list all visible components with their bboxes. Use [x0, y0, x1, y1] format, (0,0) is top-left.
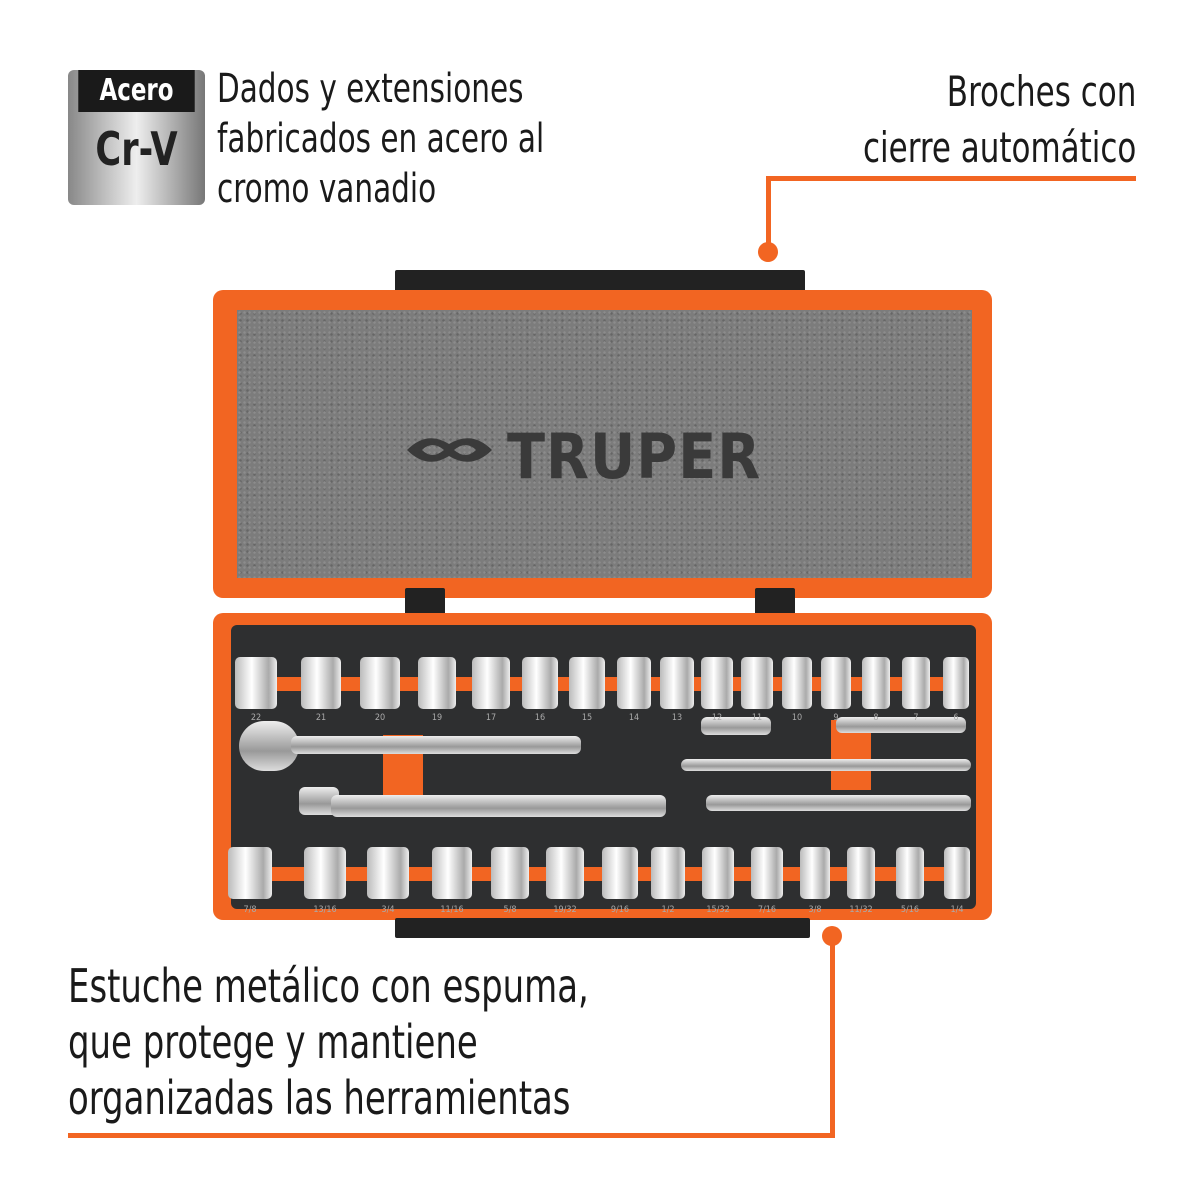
- socket: [472, 657, 510, 709]
- socket-size-label: 1/2: [661, 905, 675, 915]
- socket-size-label: 19/32: [553, 905, 577, 915]
- breaker-bar-handle: [331, 795, 666, 817]
- socket: [902, 657, 930, 709]
- text-line: Broches con: [946, 67, 1136, 116]
- socket: [846, 847, 876, 899]
- clasp-bar: [395, 270, 805, 292]
- socket: [781, 657, 813, 709]
- foam-tray: 22 21 20 19 17 16 15 14 13 12 11 10 9 8 7 6 7/8 13/16 3/4 1…: [228, 625, 976, 915]
- ratchet-handle: [291, 736, 581, 754]
- text-line: organizadas las herramientas: [68, 1071, 571, 1125]
- socket: [228, 847, 272, 899]
- socket: [944, 847, 970, 899]
- socket-size-label: 22: [250, 713, 262, 723]
- socket-size-label: 11/16: [440, 905, 464, 915]
- socket: [490, 847, 530, 899]
- text-line: fabricados en acero al: [217, 116, 545, 162]
- socket-size-label: 8: [873, 713, 879, 723]
- socket-size-label: 10: [791, 713, 803, 723]
- socket-size-label: 17: [485, 713, 497, 723]
- text-line: que protege y mantiene: [68, 1015, 478, 1069]
- socket-size-label: 14: [628, 713, 640, 723]
- socket: [300, 657, 342, 709]
- socket-size-label: 6: [953, 713, 959, 723]
- callout-dot: [758, 242, 778, 262]
- sliding-t-bar: [681, 759, 971, 771]
- socket: [821, 657, 851, 709]
- socket-size-label: 13/16: [313, 905, 337, 915]
- socket-size-label: 9/16: [610, 905, 630, 915]
- socket-size-label: 3/4: [381, 905, 395, 915]
- socket: [700, 657, 734, 709]
- socket: [701, 847, 735, 899]
- case-base: 22 21 20 19 17 16 15 14 13 12 11 10 9 8 7 6 7/8 13/16 3/4 1…: [213, 613, 992, 920]
- socket: [303, 847, 347, 899]
- callout-line: [830, 938, 835, 1138]
- socket-size-label: 7/16: [757, 905, 777, 915]
- badge-main-label: Cr-V: [95, 122, 178, 176]
- socket: [546, 847, 584, 899]
- socket: [616, 657, 652, 709]
- socket: [741, 657, 773, 709]
- socket: [799, 847, 831, 899]
- badge-top-label: Acero: [78, 70, 195, 112]
- socket-size-label: 21: [315, 713, 327, 723]
- truper-logo-icon: [407, 438, 492, 462]
- extension-short: [836, 717, 966, 733]
- clasp-bar: [395, 918, 810, 938]
- text-line: cierre automático: [862, 123, 1136, 172]
- socket: [660, 657, 694, 709]
- socket-size-label: 11: [751, 713, 763, 723]
- socket: [521, 657, 559, 709]
- socket-size-label: 1/4: [950, 905, 964, 915]
- clasps-feature-text: Broches con cierre automático: [863, 64, 1136, 176]
- socket: [943, 657, 969, 709]
- callout-line: [768, 176, 1136, 181]
- ratchet-head: [239, 721, 299, 771]
- universal-joint: [701, 717, 771, 735]
- socket: [235, 657, 277, 709]
- socket-size-label: 12: [711, 713, 723, 723]
- socket-size-label: 3/8: [808, 905, 822, 915]
- lid-foam: TRUPER: [237, 310, 972, 578]
- socket: [360, 657, 400, 709]
- text-line: cromo vanadio: [217, 166, 437, 212]
- extension-long: [706, 795, 971, 811]
- socket: [432, 847, 472, 899]
- socket-size-label: 7/8: [243, 905, 257, 915]
- text-line: Dados y extensiones: [217, 66, 524, 112]
- socket-size-label: 20: [374, 713, 386, 723]
- text-line: Estuche metálico con espuma,: [68, 959, 589, 1013]
- cr-v-steel-badge: Acero Cr-V: [68, 70, 205, 205]
- socket-size-label: 15/32: [706, 905, 730, 915]
- socket-size-label: 16: [534, 713, 546, 723]
- callout-line: [766, 176, 771, 254]
- socket: [861, 657, 891, 709]
- socket: [602, 847, 638, 899]
- socket-size-label: 7: [913, 713, 919, 723]
- socket: [896, 847, 924, 899]
- socket: [367, 847, 409, 899]
- material-feature-text: Dados y extensiones fabricados en acero …: [217, 64, 544, 214]
- socket-size-label: 5/16: [900, 905, 920, 915]
- socket: [650, 847, 686, 899]
- callout-dot: [822, 926, 842, 946]
- socket-size-label: 13: [671, 713, 683, 723]
- socket: [569, 657, 605, 709]
- case-feature-text: Estuche metálico con espuma, que protege…: [68, 958, 589, 1126]
- callout-line: [68, 1133, 835, 1138]
- brand-logo-text: TRUPER: [507, 420, 762, 493]
- socket-size-label: 5/8: [503, 905, 517, 915]
- socket-size-label: 19: [431, 713, 443, 723]
- socket: [417, 657, 457, 709]
- socket: [751, 847, 783, 899]
- socket-size-label: 11/32: [849, 905, 873, 915]
- socket-size-label: 15: [581, 713, 593, 723]
- case-lid: TRUPER: [213, 290, 992, 598]
- socket-size-label: 9: [833, 713, 839, 723]
